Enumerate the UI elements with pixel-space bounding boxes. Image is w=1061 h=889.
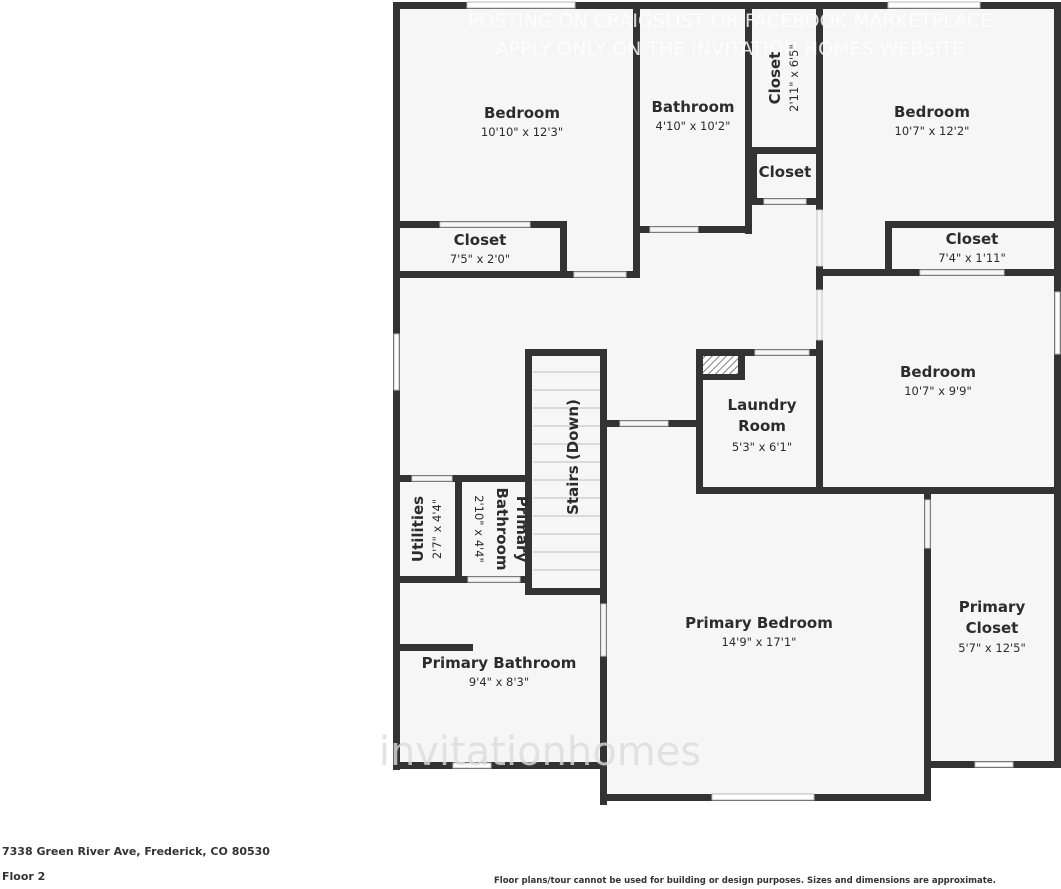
primary-bedroom-label: Primary Bedroom <box>685 614 833 632</box>
primary-closet-label-line-2: Closet <box>966 619 1019 637</box>
watermark-line-2: APPLY ONLY ON THE INVITATION HOMES WEBSI… <box>496 38 965 60</box>
primary-bath-small-label-line-2: Bathroom <box>493 487 511 570</box>
property-address: 7338 Green River Ave, Frederick, CO 8053… <box>2 845 270 858</box>
laundry-label-line-1: Laundry <box>728 396 797 414</box>
bathroom-label: Bathroom <box>651 98 734 116</box>
laundry-dims: 5'3" x 6'1" <box>732 440 792 454</box>
closet-nw-label: Closet <box>454 231 507 249</box>
doors <box>411 198 1005 657</box>
closet-top-dims: 2'11" x 6'5" <box>787 44 801 112</box>
watermark: POSTING ON CRAIGSLIST OR FACEBOOK MARKET… <box>379 10 992 775</box>
bedroom-ne-label: Bedroom <box>894 103 970 121</box>
primary-bathroom-label: Primary Bathroom <box>422 654 577 672</box>
bedroom-ne-dims: 10'7" x 12'2" <box>895 124 970 138</box>
closet-ne-dims: 7'4" x 1'11" <box>938 251 1006 265</box>
floor-label: Floor 2 <box>2 870 46 883</box>
watermark-logo: invitationhomes <box>379 729 701 775</box>
stairs-label: Stairs (Down) <box>564 399 582 515</box>
primary-bath-small-dims: 2'10" x 4'4" <box>472 495 486 563</box>
primary-bath-small-label-line-1: Primary <box>513 496 531 563</box>
duct-hatch <box>703 355 740 374</box>
bedroom-e-dims: 10'7" x 9'9" <box>904 384 972 398</box>
primary-closet-dims: 5'7" x 12'5" <box>958 641 1026 655</box>
bedroom-e-label: Bedroom <box>900 363 976 381</box>
room-labels: Bedroom 10'10" x 12'3" Bathroom 4'10" x … <box>409 44 1026 689</box>
closet-top-label: Closet <box>766 52 784 105</box>
stair-treads <box>533 371 600 571</box>
bedroom-nw-label: Bedroom <box>484 104 560 122</box>
primary-bathroom-dims: 9'4" x 8'3" <box>469 675 529 689</box>
primary-closet-label-line-1: Primary <box>959 598 1026 616</box>
watermark-line-1: POSTING ON CRAIGSLIST OR FACEBOOK MARKET… <box>468 10 992 32</box>
utilities-label: Utilities <box>409 496 427 562</box>
floor-fill <box>397 6 1057 798</box>
closet-nw-dims: 7'5" x 2'0" <box>450 252 510 266</box>
laundry-label-line-2: Room <box>738 417 786 435</box>
closet-ne-label: Closet <box>946 230 999 248</box>
closet-small-label: Closet <box>759 163 812 181</box>
bathroom-dims: 4'10" x 10'2" <box>656 119 731 133</box>
windows <box>393 1 1061 801</box>
disclaimer-text: Floor plans/tour cannot be used for buil… <box>494 876 996 886</box>
utilities-dims: 2'7" x 4'4" <box>430 499 444 559</box>
primary-bedroom-dims: 14'9" x 17'1" <box>722 635 797 649</box>
bedroom-nw-dims: 10'10" x 12'3" <box>481 125 563 139</box>
